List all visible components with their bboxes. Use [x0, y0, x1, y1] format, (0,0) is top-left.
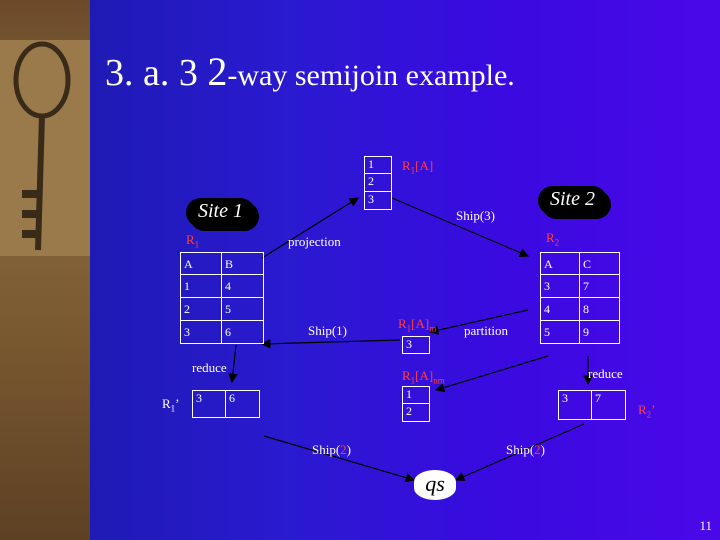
r1-table-header: A	[180, 252, 222, 275]
ship3-arrow	[392, 198, 528, 256]
page-number: 11	[699, 518, 712, 534]
r2-table-cell: 7	[580, 275, 620, 298]
r1-table-header: B	[222, 252, 264, 275]
ship2-right-label: Ship(2)	[506, 442, 545, 458]
r1-prime-cell: 3	[192, 390, 226, 418]
reduce-left-label: reduce	[192, 360, 227, 376]
r2-table-cell: 5	[540, 321, 580, 344]
r1-table-cell: 3	[180, 321, 222, 344]
projection-label: projection	[288, 234, 341, 250]
r1-table-cell: 2	[180, 298, 222, 321]
r1-table-cell: 5	[222, 298, 264, 321]
r1a-cell: 2	[364, 174, 392, 192]
r1a-cell: 3	[364, 192, 392, 210]
r1a-cell: 1	[364, 156, 392, 174]
ship1-label: Ship(1)	[308, 323, 347, 339]
r1anm-cell: 2	[402, 404, 430, 422]
r1-table-cell: 6	[222, 321, 264, 344]
r2-prime-label: R2’	[638, 402, 656, 420]
r1-prime-cell: 6	[226, 390, 260, 418]
r2-prime-cell: 3	[558, 390, 592, 420]
r2-table-header: C	[580, 252, 620, 275]
reduce-right-label: reduce	[588, 366, 623, 382]
r1am-cell: 3	[402, 336, 430, 354]
r1anm-cell: 1	[402, 386, 430, 404]
r1-prime-label: R1’	[162, 396, 180, 414]
r2-label: R2	[546, 230, 559, 248]
r2-table-cell: 4	[540, 298, 580, 321]
ship2-left-label: Ship(2)	[312, 442, 351, 458]
r1-table-cell: 4	[222, 275, 264, 298]
r2-table-cell: 9	[580, 321, 620, 344]
r2-prime-cell: 7	[592, 390, 626, 420]
ship3-label: Ship(3)	[456, 208, 495, 224]
reduce-left-arrow	[232, 345, 236, 382]
r1anm-label: R1[A]nm	[402, 368, 445, 386]
ship1-arrow	[262, 340, 400, 344]
r1am-label: R1[A]m	[398, 316, 436, 334]
partition-arrow-nm	[436, 356, 548, 390]
r2-table-cell: 8	[580, 298, 620, 321]
partition-label: partition	[464, 323, 508, 339]
r1a-label: R1[A]	[402, 158, 433, 176]
r1-table-cell: 1	[180, 275, 222, 298]
r2-table-header: A	[540, 252, 580, 275]
query-site: qs	[414, 470, 456, 500]
r2-table-cell: 3	[540, 275, 580, 298]
r1-label: R1	[186, 232, 199, 250]
